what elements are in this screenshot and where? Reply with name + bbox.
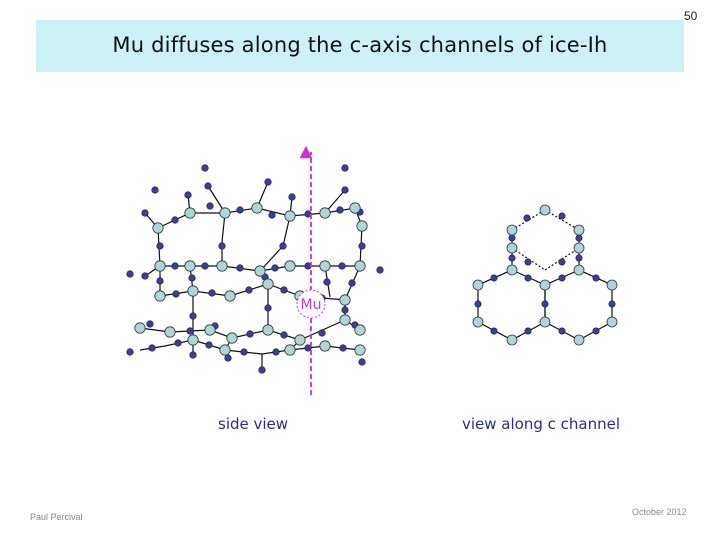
caption-side-view: side view <box>218 415 289 433</box>
mu-circle <box>296 289 326 319</box>
footer-author: Paul Percival <box>30 512 83 522</box>
side-view-oxygens <box>134 202 368 356</box>
title-banner <box>36 20 684 72</box>
channel-view-oxygens <box>472 204 618 346</box>
slide-title: Mu diffuses along the c-axis channels of… <box>112 33 608 57</box>
caption-channel-view: view along c channel <box>462 415 621 433</box>
side-view-hydrogens <box>126 164 384 374</box>
mu-label: Mu <box>301 297 322 313</box>
footer-date: October 2012 <box>632 507 687 517</box>
slide-number: 50 <box>684 9 698 23</box>
channel-view-hydrogens <box>474 212 616 335</box>
